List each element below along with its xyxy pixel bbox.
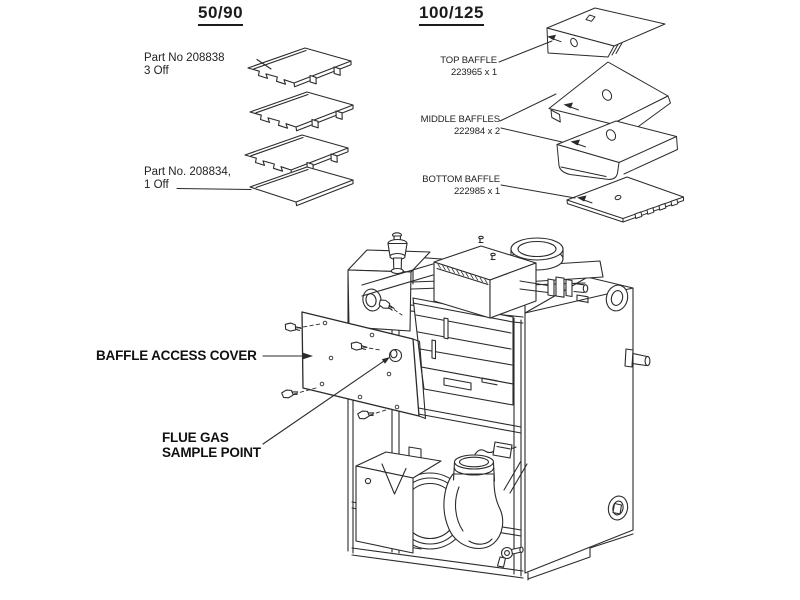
leader-line-middle-upper	[499, 93, 557, 122]
leader-line-top-baffle	[498, 40, 553, 63]
bottom-baffle	[566, 176, 684, 223]
baffle-name: BOTTOM BAFFLE	[422, 174, 500, 185]
part-quantity: 3 Off	[144, 65, 169, 77]
baffle-stack-50-90	[176, 47, 354, 207]
drain-cock	[496, 546, 524, 568]
callout-line1: FLUE GAS	[162, 430, 229, 445]
flue-gas-sample-point-plug	[388, 348, 403, 363]
right-side-panel	[524, 287, 634, 574]
return-tapping	[605, 284, 629, 312]
baffle-plate-208834	[249, 166, 354, 207]
label-middle-baffles: MIDDLE BAFFLES 222984 x 2	[385, 114, 500, 137]
heading-100-125: 100/125	[419, 3, 484, 26]
control-box	[433, 235, 537, 319]
baffle-set-100-125	[498, 7, 684, 223]
baffle-plate-208838-1	[247, 47, 352, 88]
access-cover-arrowhead	[302, 352, 313, 360]
middle-baffle-upper	[548, 61, 671, 128]
burner-venturi	[443, 473, 504, 549]
leader-line-part-208838	[256, 58, 272, 70]
baffle-plate-208838-2	[249, 91, 354, 132]
burner	[355, 441, 528, 568]
heading-50-90: 50/90	[198, 3, 244, 26]
label-part-208834: Part No. 208834, 1 Off	[144, 166, 231, 192]
leader-line-middle-lower	[500, 127, 563, 143]
top-baffle	[546, 7, 666, 58]
part-number: Part No 208838	[144, 52, 225, 64]
flue-gas-arrowhead	[381, 357, 390, 364]
baffle-access-cover-assembly	[280, 297, 427, 421]
label-top-baffle: TOP BAFFLE 223965 x 1	[382, 55, 497, 78]
label-baffle-access-cover: BAFFLE ACCESS COVER	[96, 348, 257, 363]
callout-lines	[262, 352, 390, 445]
flow-pipe-fitting	[519, 276, 589, 304]
callout-line2: SAMPLE POINT	[162, 445, 261, 460]
leader-line-bottom-baffle	[500, 184, 576, 199]
flue-collar	[505, 237, 604, 284]
label-flue-gas-sample-point: FLUE GAS SAMPLE POINT	[162, 430, 261, 460]
baffle-plate-208838-3	[244, 134, 349, 175]
label-part-208838: Part No 208838 3 Off	[144, 52, 225, 78]
part-number: Part No. 208834,	[144, 166, 231, 178]
side-pipe-stub	[624, 348, 651, 368]
baffle-name: TOP BAFFLE	[440, 55, 497, 66]
label-bottom-baffle: BOTTOM BAFFLE 222985 x 1	[385, 174, 500, 197]
baffle-part-qty: 222985 x 1	[453, 185, 500, 197]
middle-baffle-lower	[556, 120, 678, 180]
safety-valve	[361, 232, 434, 297]
leader-line-part-208834	[176, 187, 252, 191]
baffle-part-qty: 223965 x 1	[450, 66, 497, 78]
boiler-drawing	[347, 232, 651, 581]
flue-gas-leader-line	[262, 360, 385, 445]
baffle-name: MIDDLE BAFFLES	[420, 114, 500, 125]
cover-fixing-screws	[280, 297, 403, 421]
part-quantity: 1 Off	[144, 179, 169, 191]
baffle-part-qty: 222984 x 2	[453, 125, 500, 137]
drain-tapping	[607, 495, 629, 521]
control-pocket-panel	[347, 249, 431, 332]
